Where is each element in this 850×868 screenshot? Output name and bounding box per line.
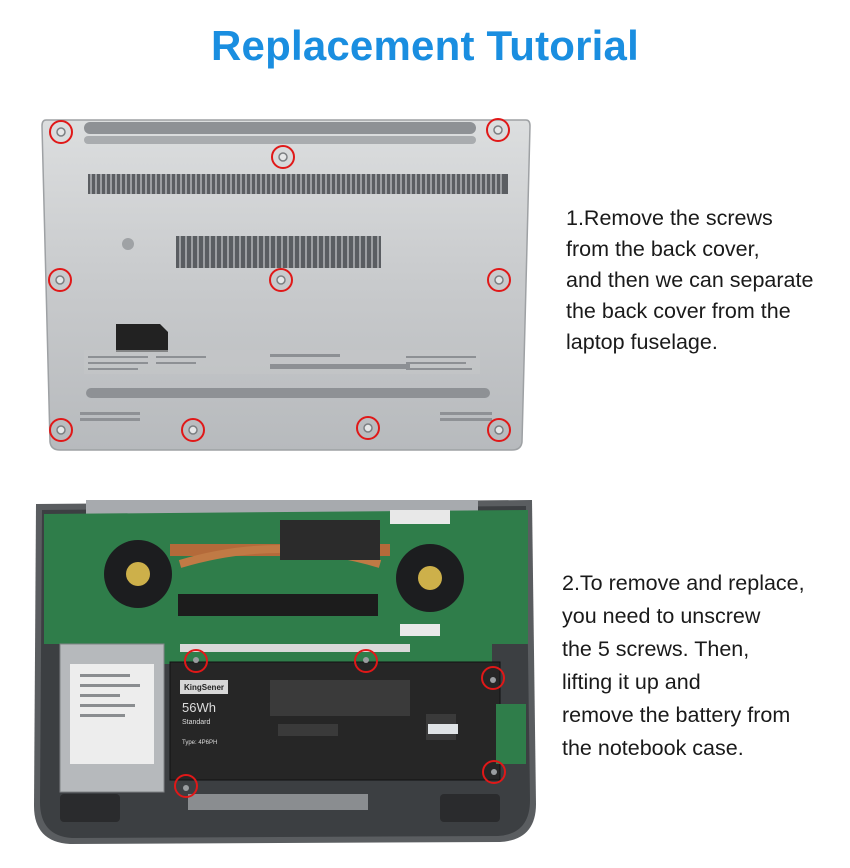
step-1-instructions: 1.Remove the screws from the back cover,… — [566, 203, 813, 358]
back-cover-photo — [36, 112, 536, 457]
step-2-instructions: 2.To remove and replace, you need to uns… — [562, 567, 805, 765]
step-2-line: 2.To remove and replace, — [562, 571, 805, 595]
battery-capacity: 56Wh — [182, 700, 216, 715]
battery-type: Type: 4P6PH — [182, 740, 217, 746]
step-1-line: from the back cover, — [566, 237, 760, 261]
step-2-line: the notebook case. — [562, 736, 744, 760]
step-1-line: 1.Remove the screws — [566, 206, 773, 230]
step-2-line: the 5 screws. Then, — [562, 637, 750, 661]
step-2-line: you need to unscrew — [562, 604, 761, 628]
battery-grade: Standard — [182, 719, 211, 726]
step-1-line: and then we can separate — [566, 268, 814, 292]
battery-brand: KingSener — [184, 683, 224, 692]
step-2-line: remove the battery from — [562, 703, 791, 727]
laptop-internals-photo: KingSener 56Wh Standard Type: 4P6PH — [30, 494, 538, 846]
page-title: Replacement Tutorial — [211, 22, 639, 69]
step-2-line: lifting it up and — [562, 670, 701, 694]
step-1-line: the back cover from the — [566, 299, 791, 323]
step-1-line: laptop fuselage. — [566, 330, 718, 354]
